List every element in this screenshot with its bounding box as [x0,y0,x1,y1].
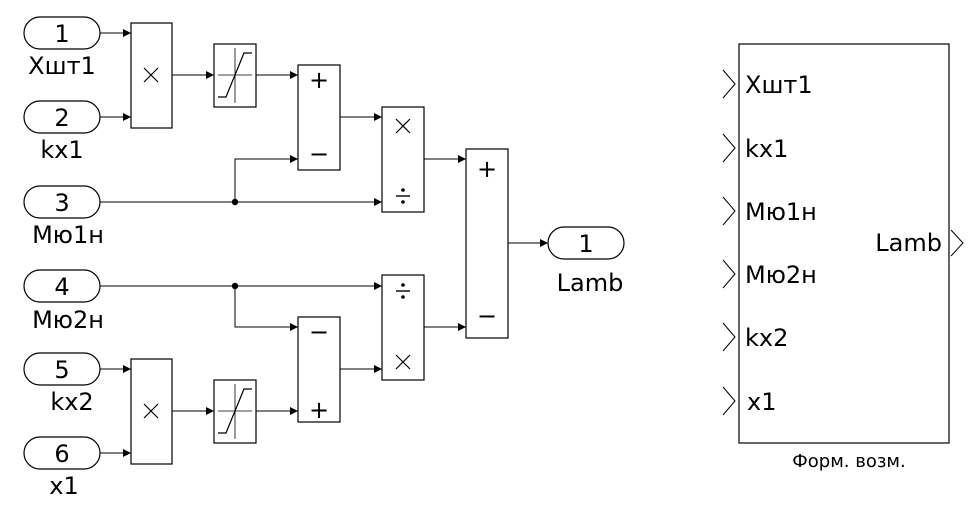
inport-number: 4 [54,273,69,301]
inport-6[interactable]: 6 x1 [23,436,101,500]
subsystem-caption: Форм. возм. [792,451,905,472]
subsystem-input-label: kx2 [745,324,788,352]
subsystem-block[interactable]: Xшт1 kx1 Мю1н Мю2н kx2 x1 Lamb Форм. воз… [722,43,964,472]
divide-icon [396,283,410,299]
outport-number: 1 [578,230,593,258]
multiply-icon [143,67,159,83]
inport-4[interactable]: 4 Мю2н [23,269,104,334]
inport-label: x1 [49,472,78,500]
product-block-2[interactable] [130,358,173,465]
inport-label: kx2 [50,388,93,416]
product-block-1[interactable] [130,22,173,129]
wires [100,29,548,457]
branch-point [231,198,239,206]
sum-sign: + [309,66,329,94]
sum-sign: − [309,140,329,168]
inport-number: 3 [54,189,69,217]
divide-icon [396,188,410,204]
subsystem-input-label: kx1 [745,135,788,163]
subsystem-input-label: Мю2н [745,261,817,289]
inport-label: Мю2н [32,306,104,334]
saturation-block-2[interactable] [213,379,257,444]
subsystem-input-ports [722,69,736,416]
wire-in4-sumb [234,286,298,331]
wire-in3-suma [234,155,298,202]
inport-number: 6 [54,440,69,468]
inport-1[interactable]: 1 Xшт1 [23,16,101,80]
sum-sign: − [309,318,329,346]
sum-block-a[interactable]: + − [297,64,341,171]
subsystem-input-label: Xшт1 [745,71,813,99]
subsystem-output-label: Lamb [875,229,942,257]
saturation-block-1[interactable] [213,43,257,108]
outport-label: Lamb [557,269,624,297]
outport-1[interactable]: 1 Lamb [547,226,625,297]
inport-number: 5 [54,356,69,384]
sum-block-b[interactable]: − + [297,316,341,424]
inport-label: kx1 [40,136,83,164]
sum-sign: − [477,302,497,330]
saturation-icon [218,388,252,434]
inport-label: Xшт1 [28,52,96,80]
subsystem-input-label: Мю1н [745,198,817,226]
sum-sign: + [309,396,329,424]
divide-block-2[interactable] [381,274,425,381]
subsystem-input-label: x1 [747,388,776,416]
sum-sign: + [477,155,497,183]
inport-label: Мю1н [32,221,104,249]
subsystem-output-port [950,229,964,257]
inport-3[interactable]: 3 Мю1н [23,185,104,249]
inport-number: 1 [54,20,69,48]
multiply-icon [395,118,411,134]
saturation-icon [218,52,252,98]
inport-5[interactable]: 5 kx2 [23,352,101,416]
sum-block-final[interactable]: + − [465,148,509,339]
multiply-icon [395,354,411,370]
branch-point [231,282,239,290]
inport-2[interactable]: 2 kx1 [23,100,101,164]
inport-number: 2 [54,104,69,132]
divide-block-1[interactable] [381,106,425,213]
multiply-icon [143,403,159,419]
